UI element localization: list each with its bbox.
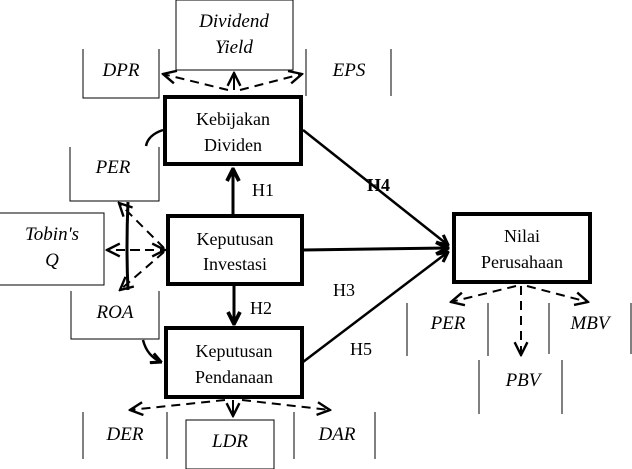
indicator-dividend-yield-2: Yield xyxy=(215,37,253,58)
keputusan-investasi-label-1: Keputusan xyxy=(197,229,274,249)
dashed-arrow-roa xyxy=(120,251,165,290)
hypothesis-label-h1: H1 xyxy=(252,180,274,200)
indicator-box-roa xyxy=(70,291,160,340)
indicator-box-dpr xyxy=(82,49,160,99)
indicator-mbv: MBV xyxy=(569,313,611,334)
indicator-box-per-right xyxy=(406,303,489,356)
nilai-perusahaan-label-2: Perusahaan xyxy=(481,252,563,272)
path-h3 xyxy=(302,248,448,250)
dashed-arrow-per-left xyxy=(119,203,165,249)
keputusan-investasi-box xyxy=(166,214,304,286)
keputusan-pendanaan-box xyxy=(164,326,304,399)
dashed-arrow-dar xyxy=(241,399,330,410)
nilai-perusahaan-label-1: Nilai xyxy=(504,226,540,246)
path-h4 xyxy=(302,129,448,245)
indicator-box-der xyxy=(82,412,168,459)
indicator-der: DER xyxy=(106,424,144,445)
investasi-indicator-bar xyxy=(125,201,130,291)
nilai-perusahaan-box xyxy=(452,212,592,284)
indicator-per-left: PER xyxy=(95,157,131,178)
indicator-box-ldr xyxy=(185,419,275,469)
dashed-arrow-der xyxy=(130,399,226,410)
path-h5 xyxy=(302,252,448,363)
hypothesis-label-h2: H2 xyxy=(250,298,272,318)
dashed-arrow-eps xyxy=(239,74,302,91)
indicator-box-dar xyxy=(293,412,376,459)
indicator-box-mbv xyxy=(548,303,632,354)
indicator-pbv: PBV xyxy=(505,370,543,391)
correlation-arc-dividen xyxy=(144,128,164,147)
indicator-dividend-yield-1: Dividend xyxy=(198,11,269,32)
correlation-arc-pendanaan xyxy=(141,339,161,362)
indicator-dar: DAR xyxy=(318,424,356,445)
indicator-box-eps xyxy=(305,49,392,96)
dashed-arrow-mbv xyxy=(526,285,588,302)
hypothesis-label-h3: H3 xyxy=(333,280,355,300)
indicator-roa: ROA xyxy=(96,302,134,323)
keputusan-pendanaan-label-1: Keputusan xyxy=(196,341,273,361)
dashed-arrow-dpr xyxy=(163,74,229,91)
indicator-tobins-q-2: Q xyxy=(45,250,59,271)
indicator-tobins-q-1: Tobin's xyxy=(25,224,79,245)
indicator-box-pbv xyxy=(478,360,563,414)
indicator-box-dividend-yield xyxy=(175,0,294,71)
keputusan-investasi-label-2: Investasi xyxy=(203,254,267,274)
kebijakan-dividen-box xyxy=(163,95,303,166)
indicator-dpr: DPR xyxy=(102,60,140,81)
indicator-eps: EPS xyxy=(332,60,366,81)
indicator-box-tobins-q xyxy=(0,212,105,286)
indicator-box-per-left xyxy=(69,147,160,202)
indicator-ldr: LDR xyxy=(211,431,248,452)
indicator-per-right: PER xyxy=(430,313,466,334)
keputusan-pendanaan-label-2: Pendanaan xyxy=(195,367,273,387)
kebijakan-dividen-label-2: Dividen xyxy=(204,135,262,155)
hypothesis-label-h4: H4 xyxy=(367,175,390,195)
dashed-arrow-per-right xyxy=(451,285,517,302)
kebijakan-dividen-label-1: Kebijakan xyxy=(196,109,270,129)
hypothesis-label-h5: H5 xyxy=(350,339,372,359)
